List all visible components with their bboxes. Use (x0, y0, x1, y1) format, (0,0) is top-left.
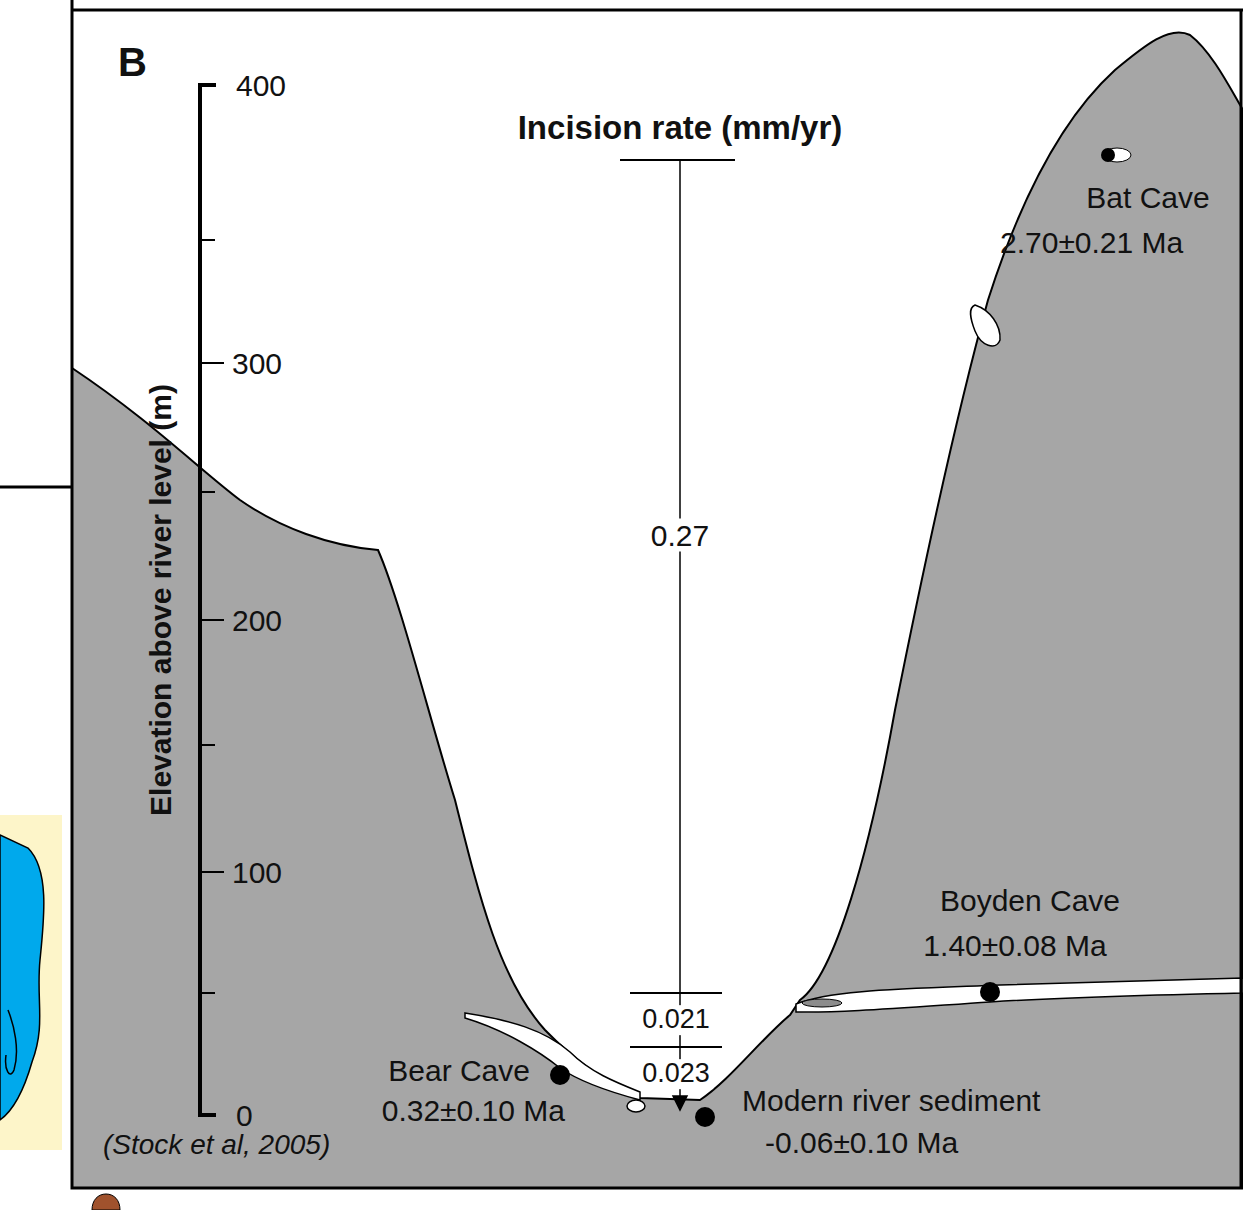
cave-name: Bear Cave (388, 1054, 530, 1087)
map-outline (6, 1010, 17, 1074)
map-water (0, 835, 44, 1120)
cave-age: 0.32±0.10 Ma (382, 1094, 565, 1127)
sample-dot (695, 1107, 715, 1127)
rate-value: 0.27 (648, 519, 712, 552)
cave-age: 1.40±0.08 Ma (923, 929, 1106, 962)
map-fragment (0, 815, 62, 1150)
sample-dot (1101, 148, 1115, 162)
incision-bar (620, 160, 735, 1110)
canyon-rock (72, 32, 1243, 1188)
fragment-line (0, 486, 72, 489)
fragment-figure (92, 1194, 120, 1210)
axis-title: Elevation above river level (m) (144, 384, 177, 816)
elevation-scale (198, 85, 224, 1115)
cave-name: Boyden Cave (940, 884, 1120, 917)
axis-tick-label: 200 (232, 604, 282, 637)
rate-value: 0.021 (639, 1005, 713, 1035)
cave-loop (627, 1100, 645, 1112)
source-caption: (Stock et al, 2005) (103, 1130, 330, 1161)
boyden-cave-passage (796, 978, 1243, 1012)
sample-name: Modern river sediment (742, 1084, 1040, 1117)
frame (1240, 10, 1243, 1188)
axis-tick-label: 400 (236, 69, 286, 102)
cave-age: 2.70±0.21 Ma (1000, 226, 1183, 259)
cave-sediment (802, 999, 842, 1007)
frame (72, 0, 1243, 1188)
sample-dot (550, 1065, 570, 1085)
cave-name: Bat Cave (1086, 181, 1209, 214)
sample-dot (980, 982, 1000, 1002)
rate-value: 0.023 (639, 1059, 713, 1089)
axis-tick-label: 100 (232, 856, 282, 889)
sample-age: -0.06±0.10 Ma (765, 1126, 958, 1159)
axis-tick-label: 300 (232, 347, 282, 380)
axis-tick-label: 0 (236, 1099, 253, 1132)
upper-cave (970, 305, 1000, 346)
frame (72, 9, 1243, 12)
panel-letter: B (118, 40, 147, 84)
bar-title: Incision rate (mm/yr) (518, 110, 843, 146)
